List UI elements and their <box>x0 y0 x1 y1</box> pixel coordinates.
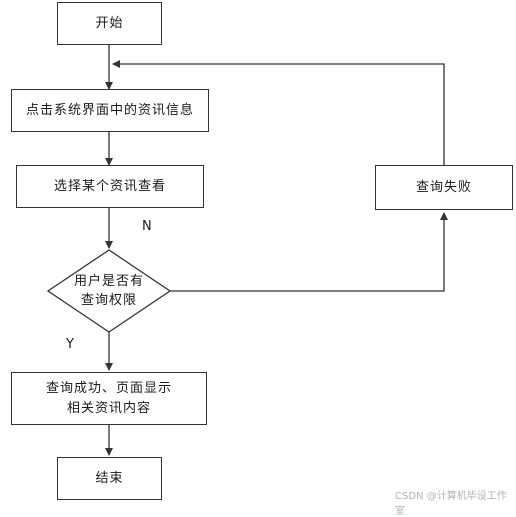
yes-label: Y <box>66 337 74 352</box>
start-node: 开始 <box>57 2 162 45</box>
arrow-fail-to-click <box>112 60 445 165</box>
success-line-1: 查询成功、页面显示 <box>45 380 172 396</box>
end-node: 结束 <box>57 457 162 500</box>
end-label: 结束 <box>95 470 124 486</box>
arrow-decision-to-fail <box>170 212 448 292</box>
decision-diamond <box>46 249 172 333</box>
flowchart-connectors <box>46 45 448 456</box>
success-node: 查询成功、页面显示 相关资讯内容 <box>11 372 207 425</box>
decision-line-1: 用户是否有 <box>73 274 144 289</box>
query-fail-node: 查询失败 <box>375 165 513 210</box>
success-line-2: 相关资讯内容 <box>66 400 151 416</box>
click-info-node: 点击系统界面中的资讯信息 <box>11 89 209 132</box>
select-info-node: 选择某个资讯查看 <box>16 165 204 208</box>
watermark: CSDN @计算机毕设工作室 <box>395 491 507 517</box>
decision-line-2: 查询权限 <box>80 293 137 308</box>
start-label: 开始 <box>95 15 124 31</box>
decision-text: 用户是否有 查询权限 <box>58 272 160 310</box>
no-label: N <box>142 219 152 234</box>
click-info-label: 点击系统界面中的资讯信息 <box>25 102 194 118</box>
query-fail-label: 查询失败 <box>415 179 472 195</box>
select-info-label: 选择某个资讯查看 <box>53 178 166 194</box>
